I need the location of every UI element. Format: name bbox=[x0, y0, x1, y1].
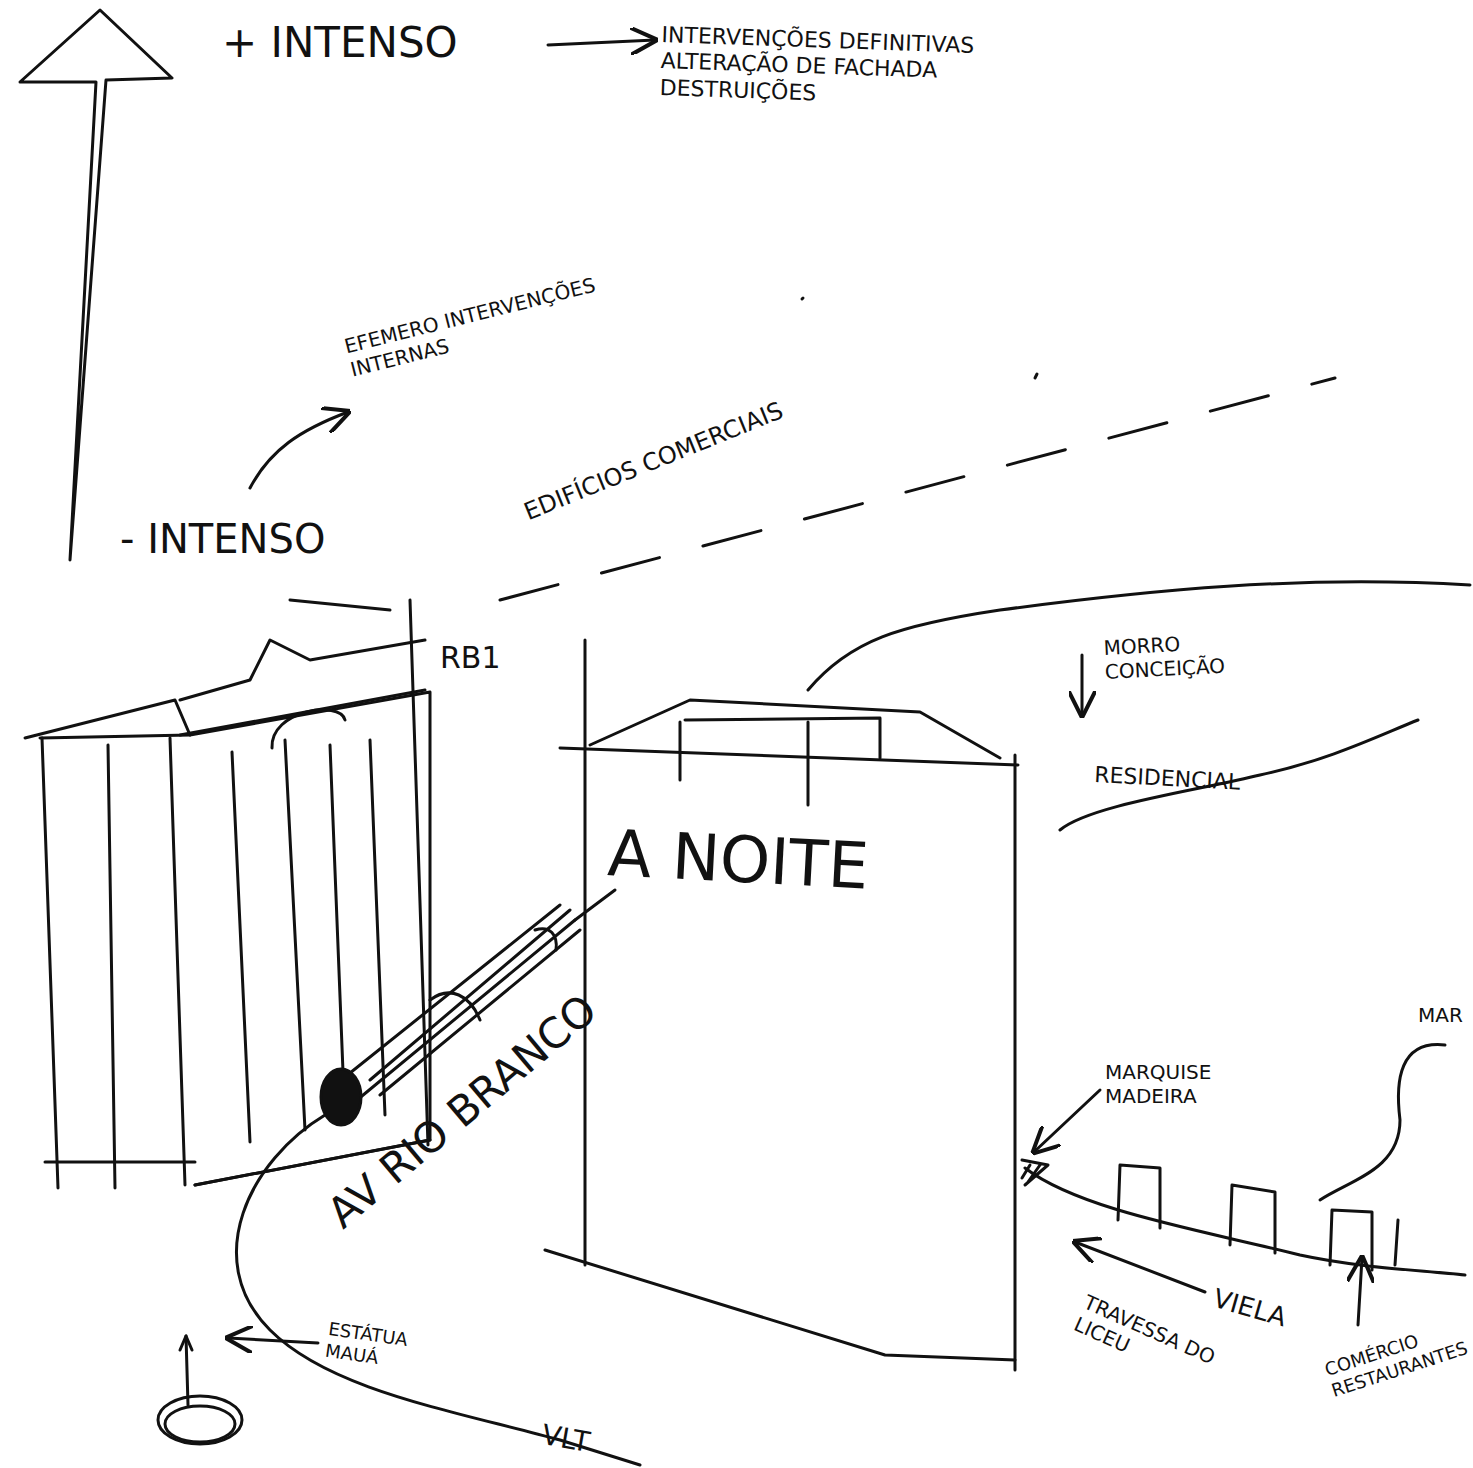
leader-arrow bbox=[250, 412, 348, 488]
leader-arrow bbox=[548, 40, 655, 45]
street-label: VIELA bbox=[1209, 1283, 1333, 1346]
callout-label: MARQUISE MADEIRA bbox=[1105, 1060, 1275, 1108]
leader-arrow bbox=[228, 1338, 318, 1343]
callout-label: ESTÁTUA MAUÁ bbox=[324, 1318, 439, 1376]
a-noite-building: A NOITE bbox=[560, 700, 1020, 1360]
rb1-building bbox=[25, 600, 430, 1188]
callout-label: COMÉRCIO RESTAURANTES bbox=[1322, 1314, 1473, 1401]
transit-label: VLT bbox=[539, 1418, 624, 1465]
skyline-dot bbox=[802, 298, 803, 299]
a-noite-building bbox=[545, 640, 1018, 1370]
tunnel-mouth bbox=[321, 1069, 361, 1125]
leader-arrow bbox=[1081, 655, 1084, 715]
statue-symbol bbox=[158, 1336, 242, 1444]
road-curve bbox=[236, 1115, 640, 1465]
leader-arrow bbox=[1075, 1242, 1205, 1292]
note-text: EFEMERO INTERVENÇÕES INTERNAS bbox=[342, 260, 654, 382]
dashed-skyline bbox=[500, 378, 1335, 600]
viela-line bbox=[1025, 1168, 1465, 1275]
place-label: MORRO CONCEIÇÃO bbox=[1103, 626, 1295, 684]
rb1-building: RB1 bbox=[25, 600, 455, 1190]
note-text: INTERVENÇÕES DEFINITIVAS ALTERAÇÃO DE FA… bbox=[659, 22, 1042, 114]
street-label: TRAVESSA DO LICEU bbox=[1070, 1290, 1227, 1395]
shop-frame bbox=[1230, 1185, 1275, 1253]
shop-frame bbox=[1118, 1165, 1160, 1228]
intensity-label: - INTENSO bbox=[120, 515, 420, 563]
leader-arrow bbox=[1034, 1090, 1100, 1152]
shop-frame bbox=[1395, 1220, 1398, 1265]
zone-label: EDIFÍCIOS COMERCIAIS bbox=[520, 373, 846, 527]
shop-frame bbox=[1330, 1210, 1372, 1270]
zone-label: RESIDENCIAL bbox=[1094, 762, 1315, 800]
building-name: RB1 bbox=[440, 640, 501, 676]
place-label: MAR bbox=[1418, 1003, 1473, 1027]
hill-line bbox=[808, 582, 1470, 690]
leader-arrow bbox=[1358, 1258, 1362, 1325]
skyline-dot bbox=[1035, 374, 1037, 378]
intensity-arrow bbox=[20, 10, 172, 560]
intensity-label: + INTENSO bbox=[222, 18, 522, 68]
leader-line bbox=[1320, 1045, 1445, 1200]
building-name: A NOITE bbox=[606, 815, 870, 905]
residential-line bbox=[1060, 720, 1418, 830]
